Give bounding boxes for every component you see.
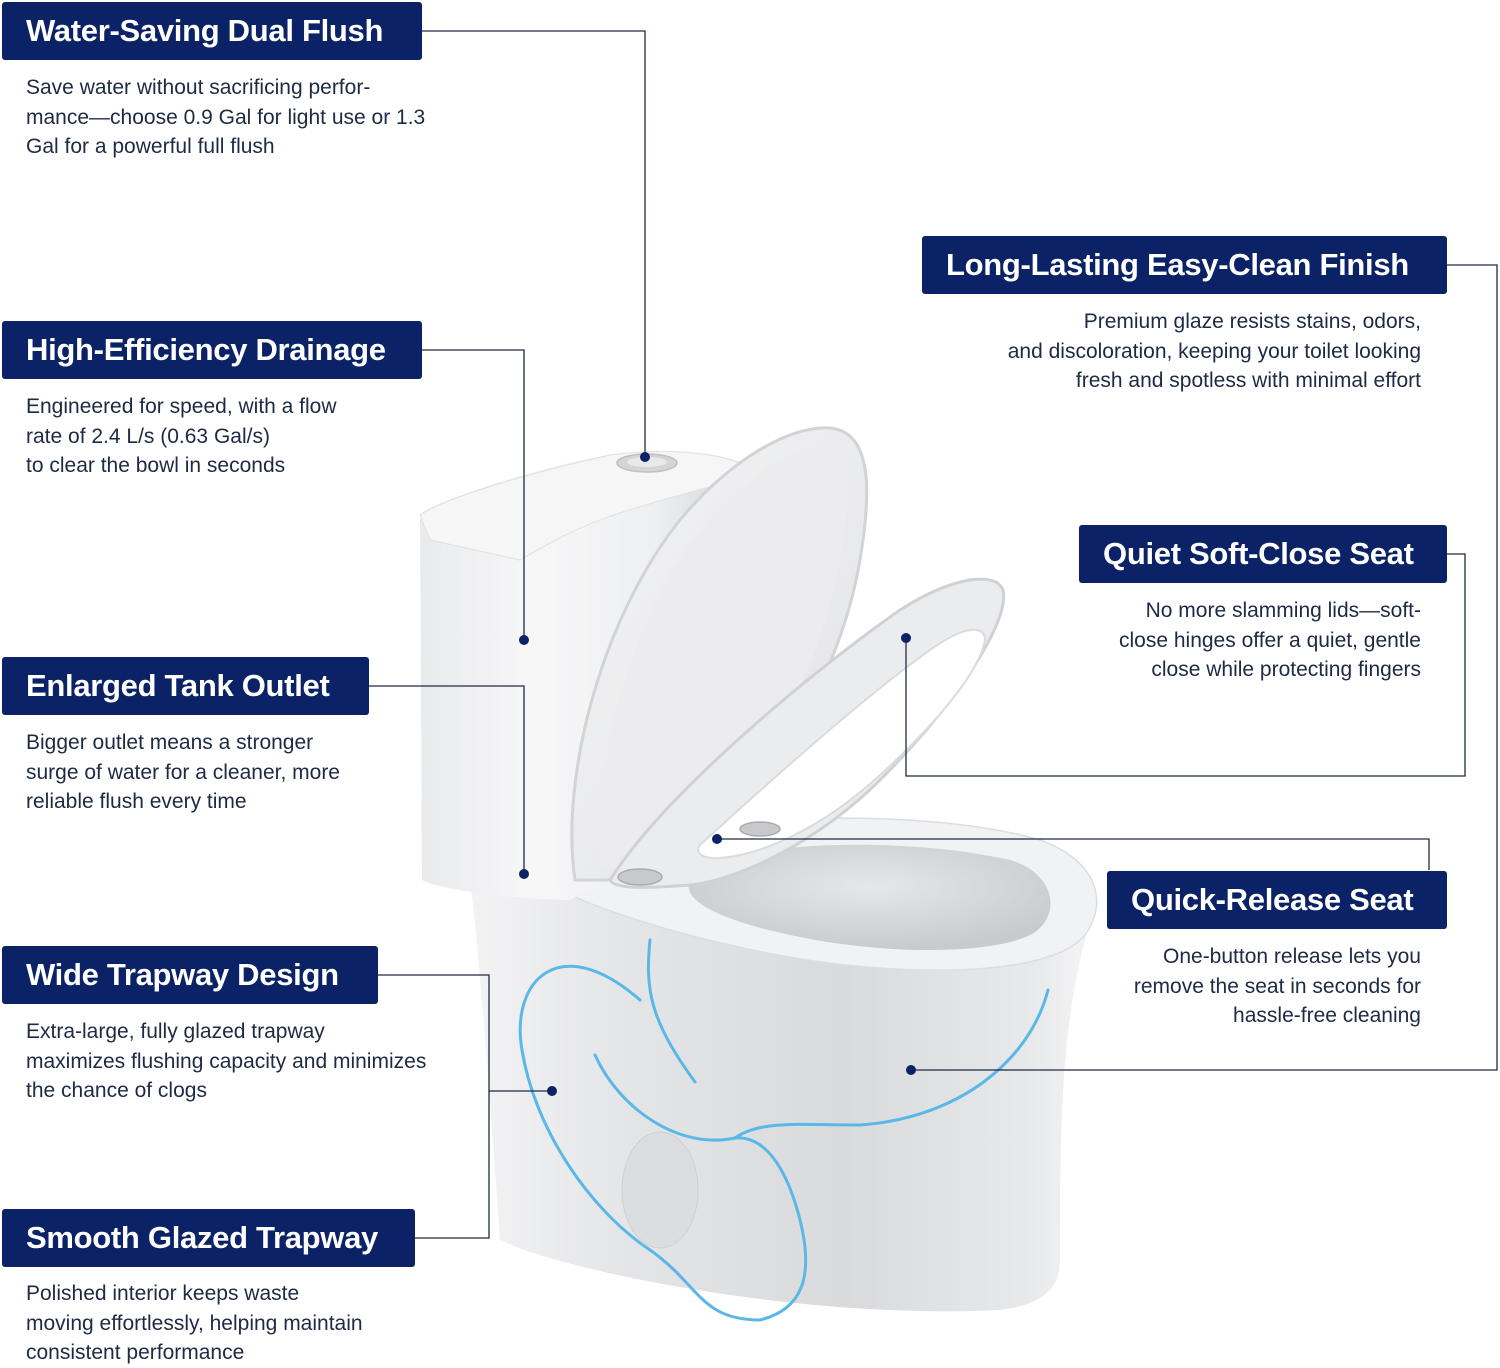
feature-title-wide-trapway-design: Wide Trapway Design (2, 946, 378, 1004)
feature-desc-water-saving-dual-flush: Save water without sacrificing perfor- m… (26, 76, 426, 158)
feature-desc-enlarged-tank-outlet: Bigger outlet means a stronger surge of … (26, 731, 340, 813)
feature-title-quick-release-seat: Quick-Release Seat (1107, 871, 1447, 929)
feature-desc-quick-release-seat: One-button release lets you remove the s… (1133, 945, 1421, 1027)
dot-finish (906, 1065, 916, 1075)
callout-dots (519, 452, 916, 1096)
dot-soft-close (901, 633, 911, 643)
seat-hinges (617, 821, 781, 886)
feature-title-enlarged-tank-outlet: Enlarged Tank Outlet (2, 657, 369, 715)
dot-drainage (519, 635, 529, 645)
feature-title-high-efficiency-drainage: High-Efficiency Drainage (2, 321, 422, 379)
dot-quick-release (712, 834, 722, 844)
feature-desc-long-lasting-easy-clean-finish: Premium glaze resists stains, odors, and… (1007, 310, 1421, 392)
dot-trapway (547, 1086, 557, 1096)
feature-title-quiet-soft-close-seat: Quiet Soft-Close Seat (1079, 525, 1447, 583)
trapway-outline (518, 938, 1050, 1322)
feature-desc-quiet-soft-close-seat: No more slamming lids—soft- close hinges… (1119, 599, 1421, 681)
feature-title-smooth-glazed-trapway: Smooth Glazed Trapway (2, 1209, 415, 1267)
dot-tank-outlet (519, 869, 529, 879)
dot-dual-flush (640, 452, 650, 462)
callout-lines (369, 30, 1498, 1239)
feature-desc-high-efficiency-drainage: Engineered for speed, with a flow rate o… (26, 395, 337, 477)
feature-title-water-saving-dual-flush: Water-Saving Dual Flush (2, 2, 422, 60)
feature-desc-smooth-glazed-trapway: Polished interior keeps waste moving eff… (26, 1282, 363, 1364)
feature-desc-wide-trapway-design: Extra-large, fully glazed trapway maximi… (26, 1020, 427, 1102)
toilet-seat (608, 577, 1006, 889)
feature-title-long-lasting-easy-clean-finish: Long-Lasting Easy-Clean Finish (922, 236, 1447, 294)
